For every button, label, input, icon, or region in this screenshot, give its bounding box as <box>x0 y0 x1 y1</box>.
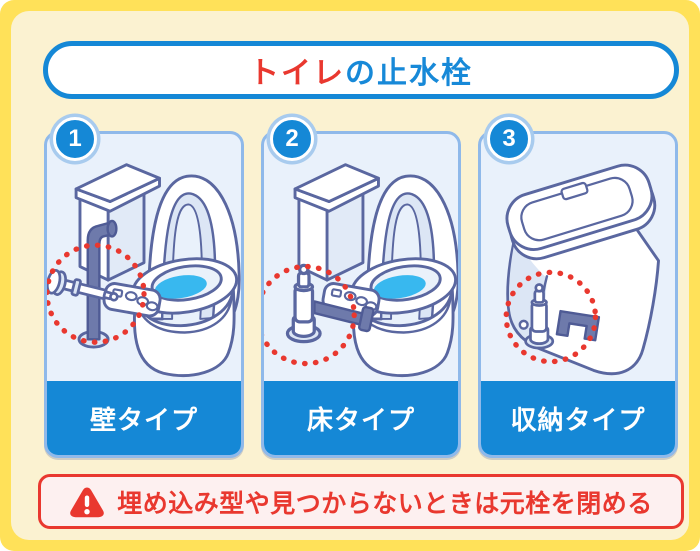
panel-2-number-badge: 2 <box>270 117 314 161</box>
panel-wall-type: 1 <box>44 117 244 458</box>
panel-concealed-type: 3 <box>478 117 678 458</box>
panel-1-number-badge: 1 <box>53 117 97 161</box>
wall-shutoff-valve <box>47 219 147 349</box>
wall-valve-toilet-svg <box>47 163 241 377</box>
floor-valve-toilet-svg <box>264 163 458 377</box>
title-banner: トイレの止水栓 <box>43 41 679 99</box>
panel-2-number: 2 <box>285 125 299 152</box>
concealed-valve-toilet-svg <box>499 157 663 376</box>
panel-floor-type: 2 <box>261 117 461 458</box>
title-text-rest: の止水栓 <box>345 57 473 90</box>
floor-shutoff-valve <box>264 263 375 367</box>
panel-2-label: 床タイプ <box>264 381 458 455</box>
panel-2-body: 床タイプ <box>261 131 461 458</box>
panel-1-label: 壁タイプ <box>47 381 241 455</box>
panel-3-body: 収納タイプ <box>478 131 678 458</box>
warning-text: 埋め込み型や見つからないときは元栓を閉める <box>117 489 653 518</box>
valve-highlight-circle <box>503 269 599 365</box>
title-text-highlight: トイレ <box>249 57 345 90</box>
wall-valve-toilet-illustration <box>47 134 241 381</box>
valve-highlight-circle <box>264 263 357 367</box>
concealed-valve-toilet-illustration <box>481 134 675 381</box>
inner-background: トイレの止水栓 1 <box>11 11 689 540</box>
warning-banner: 埋め込み型や見つからないときは元栓を閉める <box>38 474 684 529</box>
panel-1-number: 1 <box>68 125 82 152</box>
panels-row: 1 <box>44 117 678 458</box>
panel-3-number: 3 <box>502 125 516 152</box>
concealed-shutoff-valve <box>503 269 601 365</box>
floor-valve-toilet-illustration <box>264 134 458 381</box>
panel-1-body: 壁タイプ <box>44 131 244 458</box>
panel-3-label: 収納タイプ <box>481 381 675 455</box>
valve-highlight-circle <box>47 242 147 345</box>
warning-triangle-icon <box>70 487 105 518</box>
panel-3-number-badge: 3 <box>487 117 531 161</box>
